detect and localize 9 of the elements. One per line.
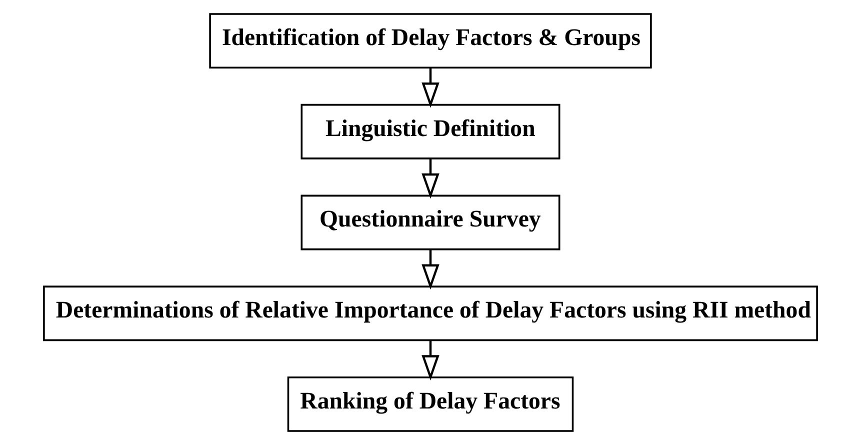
arrow: [422, 158, 440, 199]
arrow: [422, 249, 440, 290]
node-box: Questionnaire Survey: [300, 194, 560, 250]
node-box: Linguistic Definition: [300, 104, 560, 160]
arrow: [422, 340, 440, 380]
node-box: Determinations of Relative Importance of Delay Factors using RII method: [43, 286, 818, 342]
node-box: Identification of Delay Factors & Groups: [209, 13, 652, 68]
node-box: Ranking of Delay Factors: [287, 376, 574, 432]
arrow: [422, 68, 440, 108]
